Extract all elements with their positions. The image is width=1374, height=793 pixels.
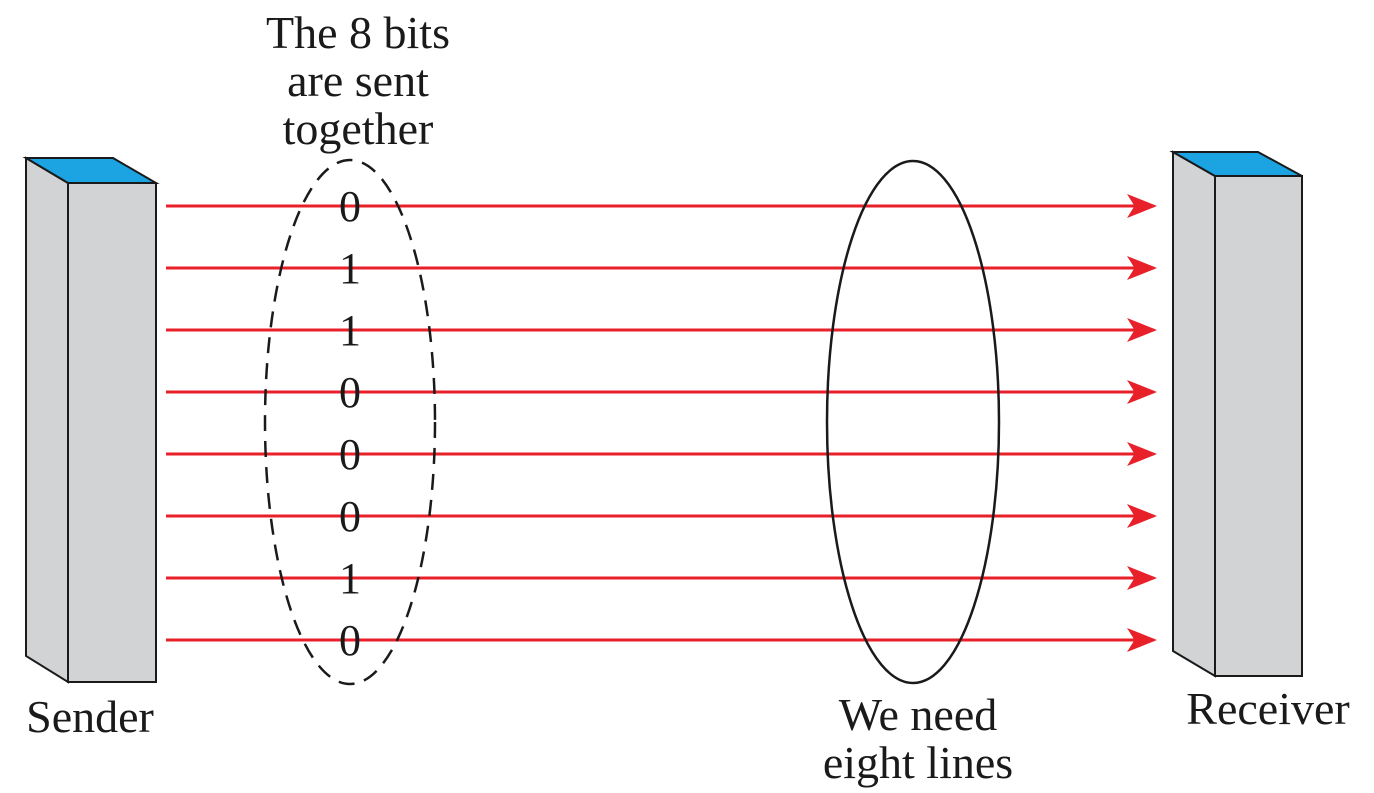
lines-note-line-2: eight lines bbox=[823, 737, 1013, 788]
bit-labels: 0 1 1 0 0 0 1 0 bbox=[339, 182, 361, 665]
transmission-lines bbox=[166, 194, 1157, 652]
title-line-3: together bbox=[283, 103, 434, 154]
receiver-device bbox=[1169, 150, 1303, 678]
sender-device bbox=[22, 156, 160, 684]
sender-device-side bbox=[25, 156, 69, 684]
bits-group-dashed-ellipse bbox=[263, 158, 437, 686]
receiver-device-front bbox=[1214, 175, 1303, 677]
sender-label: Sender bbox=[26, 691, 154, 742]
bit-label: 1 bbox=[339, 306, 361, 355]
title-line-1: The 8 bits bbox=[266, 7, 450, 58]
receiver-device-top bbox=[1169, 151, 1303, 177]
bit-label: 1 bbox=[339, 244, 361, 293]
lines-group-ellipse bbox=[825, 159, 1001, 685]
title-line-2: are sent bbox=[287, 55, 429, 106]
receiver-label: Receiver bbox=[1186, 683, 1349, 734]
bit-label: 0 bbox=[339, 368, 361, 417]
bit-label: 0 bbox=[339, 492, 361, 541]
bit-label: 1 bbox=[339, 554, 361, 603]
bit-label: 0 bbox=[339, 430, 361, 479]
bit-label: 0 bbox=[339, 616, 361, 665]
lines-note-line-1: We need bbox=[839, 689, 997, 740]
sender-device-front bbox=[67, 182, 157, 683]
sender-device-top bbox=[22, 157, 160, 184]
bit-label: 0 bbox=[339, 182, 361, 231]
receiver-device-side bbox=[1172, 150, 1216, 678]
